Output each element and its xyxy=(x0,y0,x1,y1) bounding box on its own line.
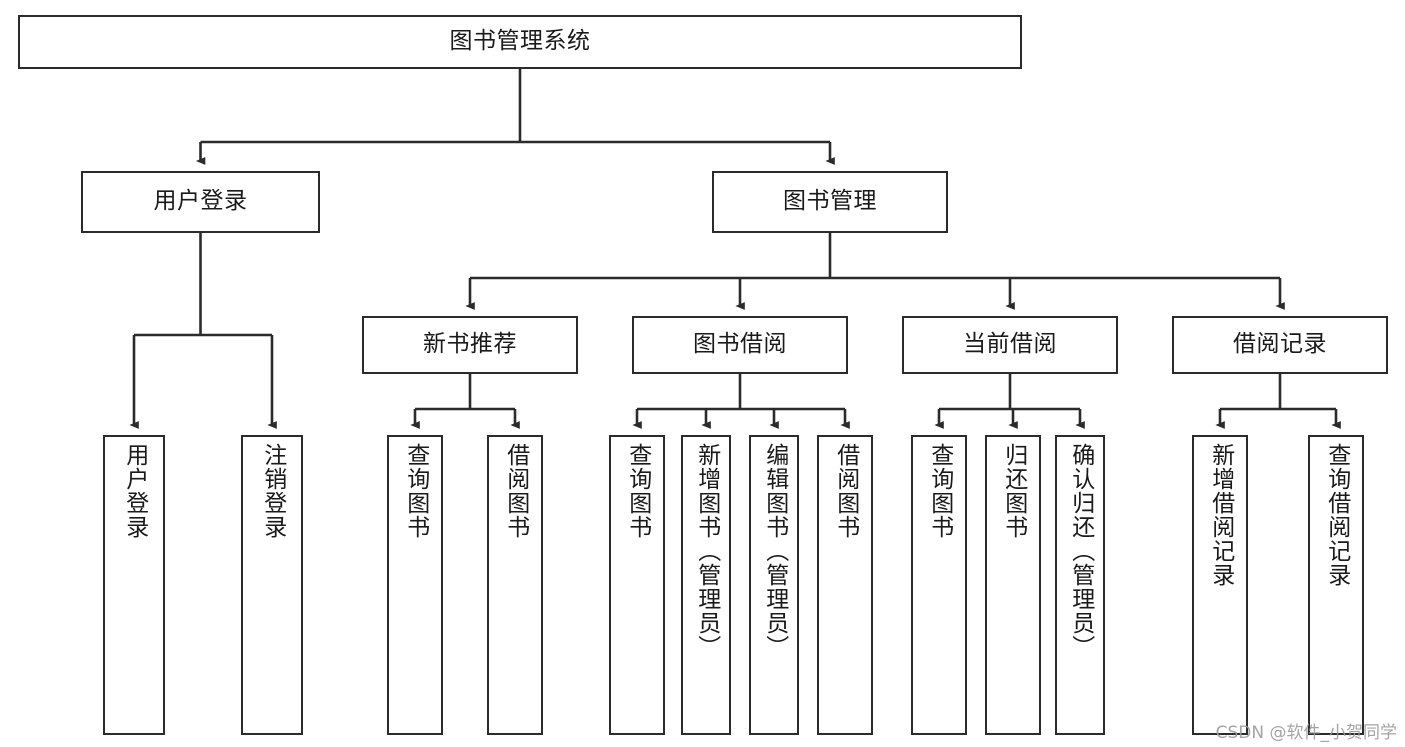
node-root-label: 图书管理系统 xyxy=(449,28,591,55)
node-root[interactable]: 图书管理系统 xyxy=(18,15,1022,69)
leaf-node[interactable]: 新增图书（管理员） xyxy=(681,435,731,735)
watermark-text: CSDN @软件_小贺同学 xyxy=(1215,723,1397,743)
leaf-node-label: 查询借阅记录 xyxy=(1323,443,1350,587)
leaf-node[interactable]: 用户登录 xyxy=(103,435,165,735)
node-book-borrow[interactable]: 图书借阅 xyxy=(632,316,848,374)
leaf-node-label: 确认归还（管理员） xyxy=(1067,443,1094,659)
leaf-node-label: 归还图书 xyxy=(1000,443,1027,539)
leaf-node[interactable]: 查询图书 xyxy=(911,435,967,735)
leaf-node[interactable]: 借阅图书 xyxy=(817,435,873,735)
node-book-management[interactable]: 图书管理 xyxy=(712,171,948,233)
leaf-node[interactable]: 归还图书 xyxy=(985,435,1041,735)
leaf-node-label: 注销登录 xyxy=(259,443,286,539)
leaf-node[interactable]: 查询图书 xyxy=(609,435,665,735)
node-borrow-record[interactable]: 借阅记录 xyxy=(1172,316,1388,374)
leaf-node-label: 新增借阅记录 xyxy=(1207,443,1234,587)
leaf-node[interactable]: 新增借阅记录 xyxy=(1192,435,1248,735)
node-book-borrow-label: 图书借阅 xyxy=(693,331,787,358)
leaf-node[interactable]: 借阅图书 xyxy=(487,435,543,735)
node-book-management-label: 图书管理 xyxy=(783,188,877,215)
leaf-node-label: 查询图书 xyxy=(402,443,429,539)
leaf-node-label: 用户登录 xyxy=(121,443,148,539)
leaf-node-label: 编辑图书（管理员） xyxy=(761,443,788,659)
leaf-node[interactable]: 编辑图书（管理员） xyxy=(749,435,799,735)
leaf-node[interactable]: 查询图书 xyxy=(387,435,443,735)
node-user-login[interactable]: 用户登录 xyxy=(81,171,320,233)
leaf-node[interactable]: 确认归还（管理员） xyxy=(1055,435,1105,735)
node-borrow-record-label: 借阅记录 xyxy=(1233,331,1327,358)
node-new-book-recommend[interactable]: 新书推荐 xyxy=(362,316,578,374)
leaf-node-label: 借阅图书 xyxy=(832,443,859,539)
leaf-node-label: 新增图书（管理员） xyxy=(693,443,720,659)
leaf-node[interactable]: 注销登录 xyxy=(241,435,303,735)
leaf-node-label: 借阅图书 xyxy=(502,443,529,539)
node-new-book-recommend-label: 新书推荐 xyxy=(423,331,517,358)
node-current-borrow-label: 当前借阅 xyxy=(963,331,1057,358)
leaf-node-label: 查询图书 xyxy=(926,443,953,539)
leaf-node-label: 查询图书 xyxy=(624,443,651,539)
leaf-node[interactable]: 查询借阅记录 xyxy=(1308,435,1364,735)
node-user-login-label: 用户登录 xyxy=(153,188,248,215)
node-current-borrow[interactable]: 当前借阅 xyxy=(902,316,1118,374)
